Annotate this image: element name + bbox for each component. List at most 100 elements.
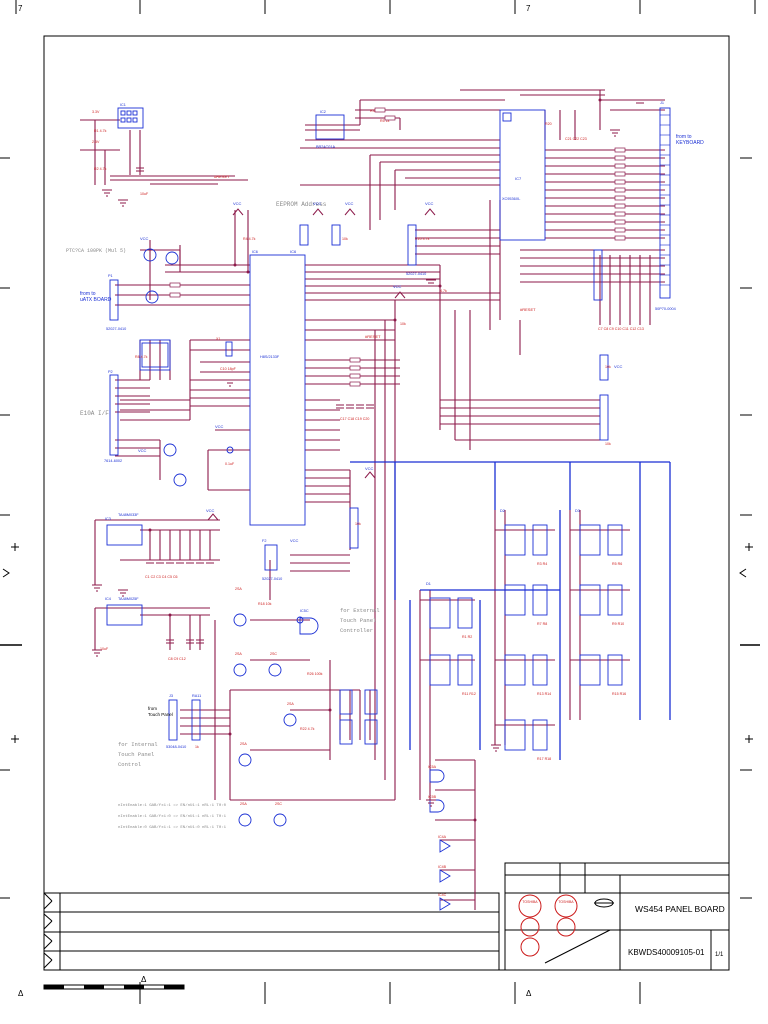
touch-note-1: nIntEnable:1 GAB/fx1:1 => EN/nU1:1 nRL:1… bbox=[118, 803, 227, 808]
svg-text:R1 R2: R1 R2 bbox=[462, 635, 472, 639]
svg-text:10k: 10k bbox=[605, 365, 611, 369]
vcc-label-7: VCC bbox=[215, 424, 224, 429]
svg-text:H8S/2133F: H8S/2133F bbox=[260, 355, 280, 359]
approval-stamp-1: TOSHIBA bbox=[518, 894, 542, 957]
svg-text:2SA: 2SA bbox=[240, 742, 247, 746]
svg-text:2.5V: 2.5V bbox=[92, 140, 100, 144]
svg-text:F2: F2 bbox=[262, 539, 266, 543]
svg-text:R3 R4: R3 R4 bbox=[537, 562, 547, 566]
sheet-number: 1/1 bbox=[715, 952, 724, 958]
side-arrow-left bbox=[2, 568, 10, 578]
svg-text:R15 R16: R15 R16 bbox=[612, 692, 626, 696]
svg-text:IC5B: IC5B bbox=[428, 795, 437, 799]
cpu-ref: IC6 bbox=[290, 249, 297, 254]
external-touch-label-1: for External bbox=[340, 607, 380, 614]
touch-note-2: nIntEnable:1 GAB/fx1:0 => EN/nU1:1 nRL:1… bbox=[118, 814, 227, 819]
svg-text:TOSHIBA: TOSHIBA bbox=[522, 900, 538, 904]
vcc-label-1: VCC bbox=[233, 201, 242, 206]
label-from-keyboard-1: from to bbox=[676, 134, 692, 140]
svg-text:D1: D1 bbox=[426, 582, 431, 586]
svg-text:X1: X1 bbox=[216, 337, 220, 341]
svg-text:10k: 10k bbox=[400, 322, 406, 326]
svg-text:C7 C8 C9 C10 C11 C12 C13: C7 C8 C9 C10 C11 C12 C13 bbox=[598, 327, 644, 331]
svg-text:R8 4.7k: R8 4.7k bbox=[135, 355, 148, 359]
drawing-frame bbox=[0, 0, 760, 1004]
title-block: TOSHIBA TOSHIBA WS454 PANEL BOARD KBWDS4… bbox=[504, 862, 730, 971]
board-title: WS454 PANEL BOARD bbox=[635, 904, 725, 914]
label-from-main-2: uATX BOARD bbox=[80, 297, 112, 303]
svg-text:4.7k: 4.7k bbox=[440, 289, 447, 293]
bottom-marker-1: Δ bbox=[141, 975, 147, 984]
svg-text:R26 100k: R26 100k bbox=[307, 672, 323, 676]
drawing-number: KBWDS40009105-01 bbox=[628, 948, 705, 957]
svg-text:TOSHIBA: TOSHIBA bbox=[558, 900, 574, 904]
svg-text:R5 1k: R5 1k bbox=[380, 119, 390, 123]
revision-block bbox=[43, 892, 500, 971]
touch-note-3: nIntEnable:0 GAB/fx1:1 => EN/nU1:0 nRL:1… bbox=[118, 825, 227, 830]
internal-touch-label-3: Control bbox=[118, 761, 141, 768]
svg-text:C8 C9 C12: C8 C9 C12 bbox=[168, 657, 186, 661]
external-touch-label-2: Touch Panel bbox=[340, 617, 376, 624]
side-arrow-right bbox=[739, 568, 747, 578]
svg-text:2SA: 2SA bbox=[240, 802, 247, 806]
svg-text:50P70-0004: 50P70-0004 bbox=[655, 307, 676, 311]
from-touch-panel-1: from bbox=[148, 706, 157, 711]
internal-touch-label-1: for Internal bbox=[118, 741, 158, 748]
label-from-main-1: from to bbox=[80, 291, 96, 297]
junction-dots bbox=[148, 98, 602, 822]
vcc-label-2: VCC bbox=[313, 201, 322, 206]
svg-text:0.1uF: 0.1uF bbox=[225, 462, 235, 466]
svg-text:IC1: IC1 bbox=[120, 103, 126, 107]
svg-text:52027-0410: 52027-0410 bbox=[106, 327, 126, 331]
from-touch-panel-2: Touch Panel bbox=[148, 712, 173, 717]
note-ptc-gate: PTC?CA 100PK (Mul 5) bbox=[66, 248, 126, 254]
value-labels: 3.3V 2.5V R1 4.7k R2 4.7k 10uF R3 1k R5 … bbox=[92, 109, 644, 897]
svg-text:R10 4.7k: R10 4.7k bbox=[415, 237, 430, 241]
vcc-label-4: VCC bbox=[425, 201, 434, 206]
svg-text:R22 4.7k: R22 4.7k bbox=[300, 727, 315, 731]
bottom-marker-2: Δ bbox=[18, 989, 24, 998]
vcc-label-11: VCC bbox=[290, 538, 299, 543]
svg-text:R17 R18: R17 R18 bbox=[537, 757, 551, 761]
svg-text:R2 4.7k: R2 4.7k bbox=[94, 167, 107, 171]
svg-text:R9 R10: R9 R10 bbox=[612, 622, 624, 626]
ref-labels: IC1 IC2 BR24C01A XC9536XL IC6 H8S/2133F … bbox=[104, 101, 676, 749]
svg-text:R4 4.7k: R4 4.7k bbox=[243, 237, 256, 241]
svg-text:D3: D3 bbox=[575, 509, 580, 513]
svg-text:3.3V: 3.3V bbox=[92, 110, 100, 114]
svg-text:IC5C: IC5C bbox=[300, 609, 309, 613]
label-from-keyboard-2: KEYBOARD bbox=[676, 140, 704, 146]
top-marker-left: 7 bbox=[18, 4, 23, 13]
vcc-label-3: VCC bbox=[345, 201, 354, 206]
svg-text:53048-0410: 53048-0410 bbox=[166, 745, 186, 749]
svg-text:R7 R8: R7 R8 bbox=[537, 622, 547, 626]
svg-text:IC3: IC3 bbox=[105, 517, 111, 521]
svg-text:2SA: 2SA bbox=[287, 702, 294, 706]
svg-text:P1: P1 bbox=[108, 274, 113, 278]
svg-text:R11 R12: R11 R12 bbox=[462, 692, 476, 696]
svg-text:7614-6002: 7614-6002 bbox=[104, 459, 122, 463]
svg-text:P2: P2 bbox=[108, 370, 113, 374]
svg-text:2SA: 2SA bbox=[235, 652, 242, 656]
e10a-if-label: E10A I/F bbox=[80, 410, 109, 417]
svg-text:10uF: 10uF bbox=[100, 647, 109, 651]
fpga-ref: IC7 bbox=[515, 176, 522, 181]
svg-text:2SA: 2SA bbox=[235, 587, 242, 591]
svg-text:R20: R20 bbox=[545, 122, 552, 126]
svg-text:C17 C18 C19 C20: C17 C18 C19 C20 bbox=[340, 417, 369, 421]
reset-net-label-1: #RESET bbox=[214, 174, 230, 179]
eeprom-address-label: EEPROM Address bbox=[276, 201, 327, 208]
reg2-part: TA48M025F bbox=[118, 597, 139, 601]
svg-text:IC4B: IC4B bbox=[438, 865, 447, 869]
vcc-label-5: VCC bbox=[393, 284, 402, 289]
external-touch-label-3: Controller bbox=[340, 627, 373, 634]
vcc-label-8: VCC bbox=[365, 466, 374, 471]
svg-text:52027-0410: 52027-0410 bbox=[406, 272, 426, 276]
svg-text:2SC: 2SC bbox=[270, 652, 277, 656]
svg-text:10k: 10k bbox=[355, 522, 361, 526]
svg-text:IC4A: IC4A bbox=[438, 835, 447, 839]
internal-touch-label-2: Touch Panel bbox=[118, 751, 154, 758]
scale-bar bbox=[43, 984, 185, 990]
svg-text:IC4: IC4 bbox=[105, 597, 111, 601]
svg-text:10k: 10k bbox=[342, 237, 348, 241]
